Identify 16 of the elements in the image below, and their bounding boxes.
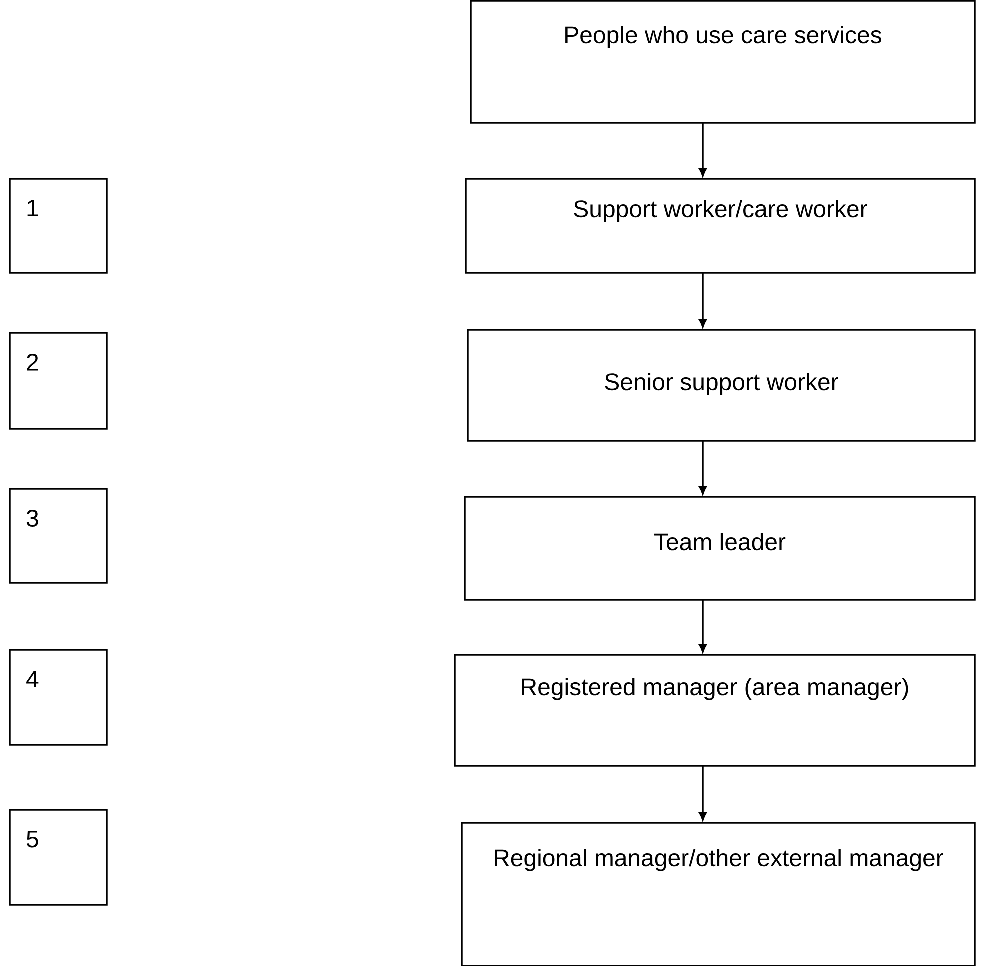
role-box: Registered manager (area manager) (454, 654, 976, 767)
arrow (699, 766, 707, 821)
role-box: Support worker/care worker (465, 178, 976, 274)
arrow (699, 441, 707, 495)
number-box: 3 (9, 488, 108, 584)
role-box: People who use care services (470, 0, 976, 124)
role-box: Regional manager/other external manager (461, 822, 976, 966)
number-box: 1 (9, 178, 108, 274)
arrow (699, 123, 707, 177)
role-box: Team leader (464, 496, 976, 601)
number-box: 4 (9, 649, 108, 746)
arrow (699, 273, 707, 328)
arrow (699, 600, 707, 653)
number-box: 5 (9, 809, 108, 906)
number-box: 2 (9, 332, 108, 430)
role-box: Senior support worker (467, 329, 976, 442)
